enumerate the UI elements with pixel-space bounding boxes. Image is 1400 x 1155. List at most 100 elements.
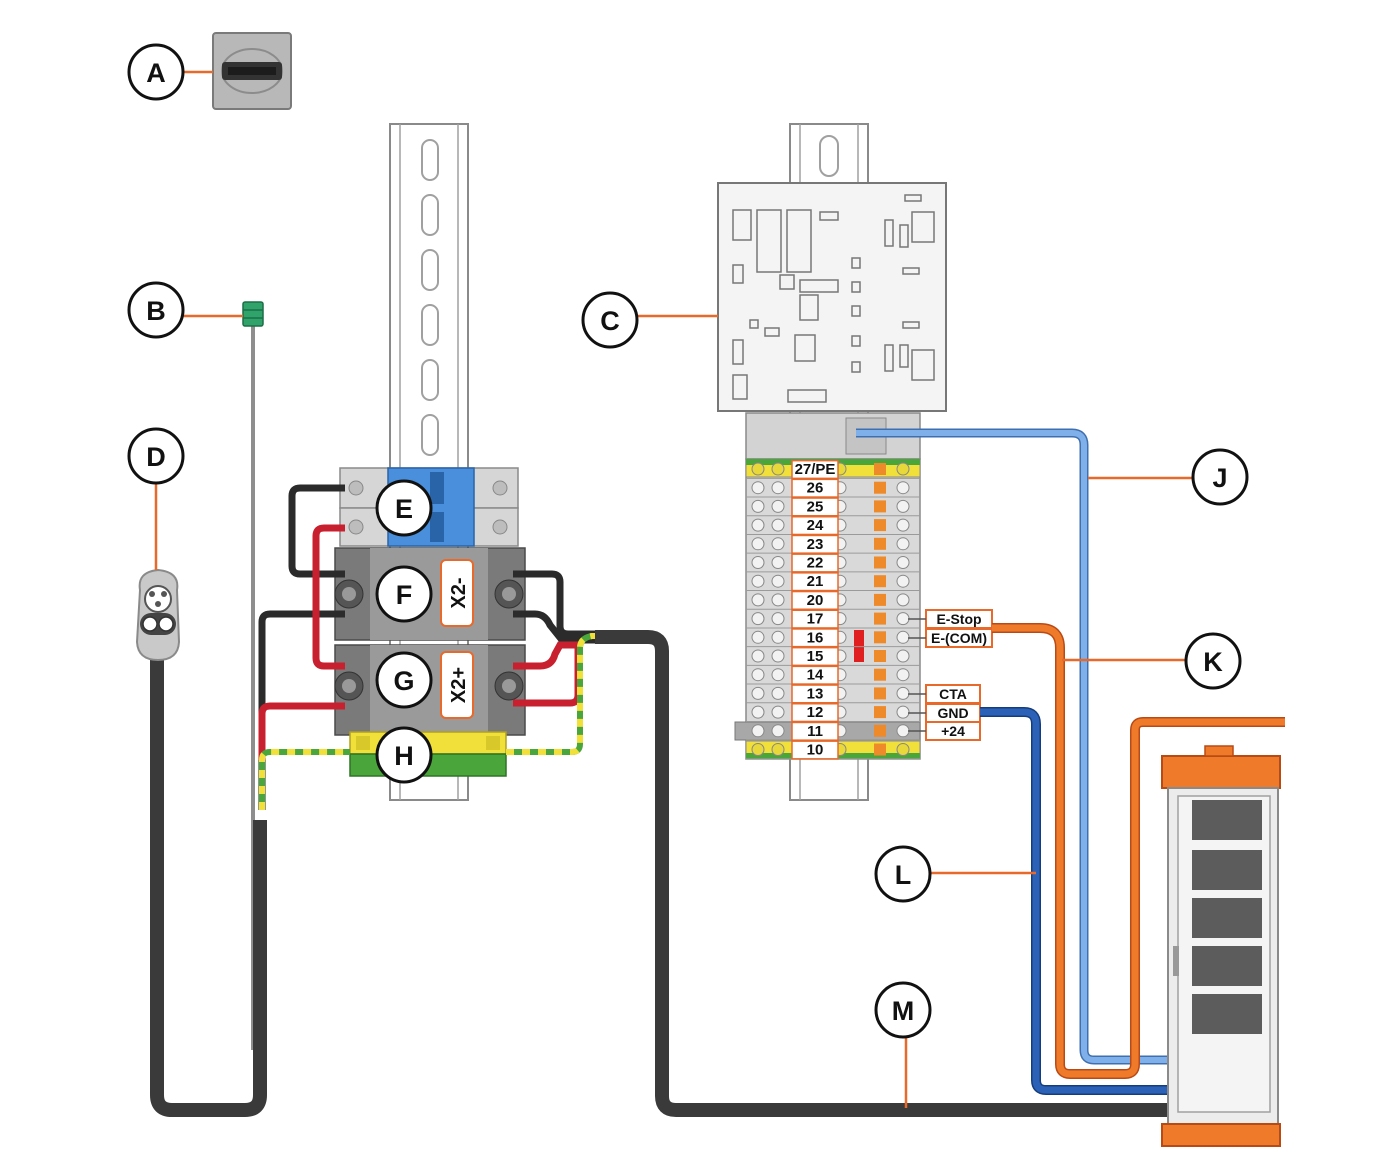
ev-charger-plug-icon: [135, 568, 267, 1117]
terminal-release-tab: [874, 556, 886, 569]
terminal-release-tab: [874, 706, 886, 719]
signal-ecom: E-(COM): [931, 630, 987, 646]
controller-pcb: [717, 182, 947, 412]
terminal-screw: [896, 686, 910, 700]
terminal-screw: [751, 630, 765, 644]
terminal-screw: [751, 724, 765, 738]
terminal-number: 10: [807, 742, 824, 759]
terminal-screw: [771, 686, 785, 700]
main-dc-cable: [595, 630, 1168, 1117]
terminal-row: 13: [746, 684, 920, 704]
terminal-screw: [896, 705, 910, 719]
terminal-number: 27/PE: [795, 461, 836, 478]
terminal-screw: [771, 574, 785, 588]
terminal-screw: [771, 537, 785, 551]
terminal-number: 12: [807, 704, 824, 721]
callout-letter: L: [895, 860, 912, 890]
callout-circle: [375, 726, 433, 784]
terminal-row: 15: [746, 646, 920, 667]
cabinet-icon: [1161, 745, 1281, 1147]
terminal-row: 23: [746, 534, 920, 554]
callout-letter: C: [600, 306, 620, 336]
signal-labels: E-Stop E-(COM) CTA GND +24: [908, 609, 993, 741]
terminal-label-box: [791, 534, 839, 554]
terminal-label-box: [791, 609, 839, 629]
terminal-number: 24: [807, 517, 824, 534]
callout-circle: [1184, 632, 1242, 690]
terminal-label-box: [791, 684, 839, 704]
callout-letter: K: [1203, 647, 1223, 677]
terminal-release-tab: [874, 463, 886, 475]
terminal-screw: [771, 705, 785, 719]
terminal-number: 13: [807, 685, 824, 702]
callout-j: J: [1191, 448, 1249, 506]
terminal-screw: [751, 705, 765, 719]
terminal-row: 22: [746, 553, 920, 573]
terminal-release-tab: [874, 743, 886, 756]
terminal-screw: [896, 724, 910, 738]
callout-circle: [375, 479, 433, 537]
terminal-screw: [896, 537, 910, 551]
callout-letter: E: [395, 494, 413, 524]
terminal-number: 25: [807, 498, 824, 515]
terminal-screw: [771, 649, 785, 663]
callout-d: D: [127, 427, 185, 485]
terminal-number: 23: [807, 536, 824, 553]
terminal-release-tab: [874, 537, 886, 550]
callout-circle: [874, 981, 932, 1039]
terminal-screw: [751, 612, 765, 626]
callout-e: E: [375, 479, 433, 537]
terminal-screw: [771, 743, 785, 756]
terminal-release-tab: [874, 724, 886, 737]
terminal-number: 11: [807, 723, 823, 740]
signal-estop: E-Stop: [936, 611, 981, 627]
terminal-screw: [896, 462, 910, 476]
callout-c: C: [581, 291, 639, 349]
signal-cta: CTA: [939, 686, 967, 702]
terminal-label-box: [791, 740, 839, 760]
terminal-row: 24: [746, 516, 920, 536]
terminal-label-box: [791, 459, 839, 480]
callout-circle: [581, 291, 639, 349]
callout-letter: A: [146, 58, 166, 88]
terminal-label-box: [791, 628, 839, 648]
terminal-screw: [896, 593, 910, 607]
terminal-screw: [896, 668, 910, 682]
terminal-screw: [896, 574, 910, 588]
terminal-screw: [896, 481, 910, 495]
callout-circle: [127, 427, 185, 485]
terminal-label-box: [791, 478, 839, 498]
terminal-row: 21: [746, 572, 920, 592]
terminal-screw: [771, 593, 785, 607]
callout-h: H: [375, 726, 433, 784]
terminal-label-box: [791, 553, 839, 573]
callout-circle: [375, 651, 433, 709]
busbar-label-positive: X2+: [440, 651, 474, 719]
terminal-row: 16: [746, 628, 920, 648]
connector-plug-icon: [212, 32, 292, 110]
terminal-label-box: [791, 703, 839, 723]
terminal-label-box: [791, 646, 839, 667]
svg-text:X2+: X2+: [448, 667, 470, 703]
terminal-screw: [751, 649, 765, 663]
terminal-row: 17: [746, 609, 920, 629]
terminal-screw: [771, 668, 785, 682]
terminal-number: 15: [807, 648, 824, 665]
terminal-release-tab: [874, 519, 886, 532]
terminal-screw: [751, 462, 765, 476]
terminal-row: 26: [746, 478, 920, 498]
terminal-number: 20: [807, 592, 824, 609]
terminal-screw: [751, 556, 765, 569]
terminal-screw: [896, 518, 910, 532]
terminal-screw: [896, 649, 910, 663]
callout-letter: M: [892, 996, 915, 1026]
callout-letter: D: [146, 442, 166, 472]
terminal-screw: [771, 556, 785, 569]
signal-cables: [856, 428, 1285, 1095]
terminal-screw: [771, 724, 785, 738]
terminal-screw: [896, 556, 910, 569]
terminal-release-tab: [874, 631, 886, 644]
terminal-screw: [896, 612, 910, 626]
terminal-screw: [751, 481, 765, 495]
